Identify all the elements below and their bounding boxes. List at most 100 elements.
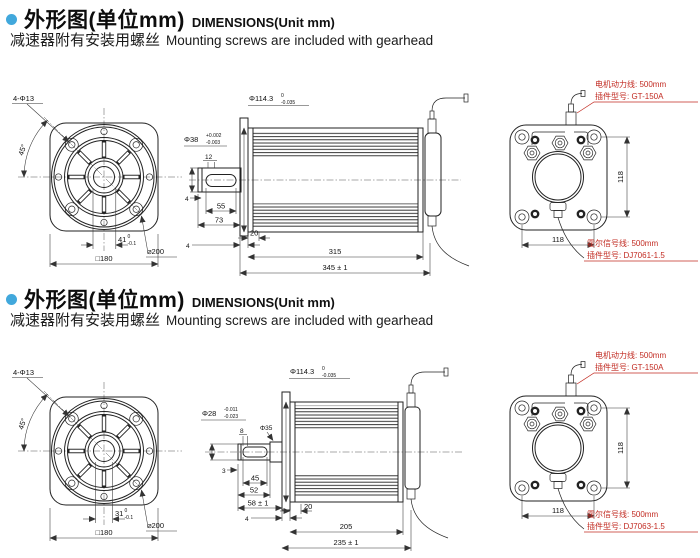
- rear-view-drawing-1: 118 118 电机动力线: 500mm 插件型号: GT-150A 霍尔信号线…: [509, 79, 698, 262]
- dim-bolt-angle-label: 45°: [16, 143, 28, 157]
- power-connector-model-label: 插件型号: GT-150A: [595, 91, 664, 101]
- dim-body-length-label: 315: [329, 247, 342, 256]
- dim-shaft-length-label: 73: [215, 216, 223, 225]
- dim-body-tol-top: 0: [281, 93, 284, 99]
- section2-title-cn: 外形图(单位mm): [24, 289, 185, 312]
- power-connector-stub: [565, 361, 586, 397]
- dim-flange-diameter-label: ⌀200: [147, 247, 164, 256]
- section2-subtitle-cn: 减速器附有安装用螺丝: [10, 312, 161, 329]
- dim-key-label: 31: [115, 509, 123, 518]
- section1-header: 外形图(单位mm) DIMENSIONS(Unit mm): [6, 4, 335, 34]
- dim-bolt-holes-label: 4-Φ13: [13, 94, 34, 103]
- section2-header: 外形图(单位mm) DIMENSIONS(Unit mm): [6, 284, 335, 314]
- dim-key-width-label: 8: [240, 428, 244, 435]
- hall-cable-length-label: 霍尔信号线: 500mm: [587, 238, 658, 248]
- side-dimension-lines: [201, 378, 412, 551]
- hall-cable-label: 霍尔信号线: 500mm 插件型号: DJ7063-1.5: [584, 509, 698, 533]
- dim-key-tol-top: 0: [128, 234, 131, 240]
- dim-body-tol-top: 0: [322, 366, 325, 372]
- section1-subtitle-cn: 减速器附有安装用螺丝: [10, 32, 161, 49]
- power-cable-length-label: 电机动力线: 500mm: [595, 79, 666, 89]
- dim-total-length-label: 345 ± 1: [323, 263, 348, 272]
- rear-view-drawing-2: 118 118 电机动力线: 500mm 插件型号: GT-150A 霍尔信号线…: [509, 350, 698, 533]
- dim-flange-diameter-label: ⌀200: [147, 521, 164, 530]
- power-cable-label: 电机动力线: 500mm 插件型号: GT-150A: [576, 79, 698, 114]
- section1-title-en: DIMENSIONS(Unit mm): [191, 15, 335, 30]
- dim-shaft-tol-top: -0.011: [224, 407, 238, 413]
- hall-cable-length-label: 霍尔信号线: 500mm: [587, 509, 658, 519]
- mounting-holes: [54, 127, 154, 227]
- side-view-drawing-1: Φ38 +0.002 -0.003 12 4 55 73 Φ114.3 0 -0…: [184, 93, 470, 276]
- front-view-drawing-2: 4-Φ13 45° ⌀200 31 0 -0.1 □180: [12, 368, 182, 541]
- dim-flange-thickness-label: 4: [245, 516, 249, 523]
- power-cable-length-label: 电机动力线: 500mm: [595, 350, 666, 360]
- power-connector-model-label: 插件型号: GT-150A: [595, 362, 664, 372]
- dim-bolt-spacing-horizontal: 118: [552, 506, 564, 515]
- rear-bolt-holes: [514, 400, 602, 496]
- dim-key-tol-bot: -0.1: [125, 515, 134, 521]
- power-connector-stub: [406, 367, 449, 408]
- section2-subtitle: 减速器附有安装用螺丝 Mounting screws are included …: [10, 309, 433, 330]
- dim-square-label: □180: [95, 254, 112, 263]
- rear-dimension-lines: [521, 407, 630, 519]
- dim-flange-thickness-label: 4: [186, 243, 190, 250]
- dim-shaft-diameter-label: Φ38: [184, 135, 198, 144]
- dim-shaft28-length-label: 52: [250, 486, 258, 495]
- dim-shaft-tol-bot: -0.003: [206, 140, 220, 146]
- dim-pilot-length-label: 20: [250, 229, 258, 238]
- power-cable-label: 电机动力线: 500mm 插件型号: GT-150A: [576, 350, 698, 385]
- dim-shaft-tol-top: +0.002: [206, 133, 222, 139]
- dim-key-length-label: 55: [217, 202, 225, 211]
- cooling-fins-bottom: [253, 203, 418, 229]
- dim-shaft-diameter-label: Φ28: [202, 409, 216, 418]
- section1-subtitle-en: Mounting screws are included with gearhe…: [166, 33, 434, 48]
- rear-dimension-lines: [521, 136, 630, 248]
- front-dimension-lines: [12, 103, 177, 267]
- power-connector-stub: [427, 93, 469, 134]
- section1-title-cn: 外形图(单位mm): [24, 9, 185, 32]
- flange-outline: [49, 396, 159, 506]
- dim-key-tol-bot: -0.1: [128, 241, 137, 247]
- power-connector-stub: [565, 90, 586, 126]
- cooling-fins-top: [295, 405, 398, 429]
- front-dimension-lines: [12, 377, 177, 541]
- rear-bolt-holes: [514, 129, 602, 225]
- dim-shaft-tol-bot: -0.023: [224, 414, 238, 420]
- dim-total-length-label: 235 ± 1: [334, 538, 359, 547]
- dim-body-diameter-label: Φ114.3: [290, 367, 314, 376]
- dim-bolt-holes-label: 4-Φ13: [13, 368, 34, 377]
- rear-cover-outline: [509, 395, 608, 502]
- section-bullet-icon: [6, 13, 17, 25]
- dim-tip-step-label: 3: [222, 468, 226, 475]
- dim-square-label: □180: [95, 528, 112, 537]
- side-dimension-lines: [184, 105, 431, 276]
- section2-title-en: DIMENSIONS(Unit mm): [191, 295, 335, 310]
- hall-connector-model-label: 插件型号: DJ7063-1.5: [587, 521, 665, 531]
- dim-shaft-length-label: 58 ± 1: [248, 499, 269, 508]
- rear-screw-rings: [530, 135, 586, 219]
- dim-key-width-label: 12: [205, 154, 213, 161]
- dim-bolt-angle-label: 45°: [16, 417, 28, 431]
- dim-bolt-spacing-horizontal: 118: [552, 235, 564, 244]
- hall-cable-label: 霍尔信号线: 500mm 插件型号: DJ7061-1.5: [584, 238, 698, 262]
- dim-shaft-step-diameter-label: Φ35: [260, 425, 273, 432]
- hall-connector: [549, 202, 585, 259]
- section2-subtitle-en: Mounting screws are included with gearhe…: [166, 313, 434, 328]
- side-view-drawing-2: Φ28 -0.011 -0.023 Φ35 8 3 45 52 58 ± 1 Φ…: [201, 366, 462, 551]
- dim-bolt-spacing-vertical: 118: [616, 171, 625, 183]
- rotor-spokes-gap: [69, 416, 139, 486]
- dim-pilot-length-label: 20: [304, 502, 312, 511]
- dim-body-diameter-label: Φ114.3: [249, 94, 273, 103]
- hall-cable: [406, 488, 449, 539]
- mounting-holes: [54, 401, 154, 501]
- section-bullet-icon: [6, 293, 17, 305]
- power-terminals: [523, 131, 597, 161]
- front-view-drawing-1: 4-Φ13 45° ⌀200 41 0 -0.1 □180: [12, 94, 182, 267]
- dim-bolt-spacing-vertical: 118: [616, 442, 625, 454]
- hall-connector-model-label: 插件型号: DJ7061-1.5: [587, 250, 665, 260]
- hall-cable: [427, 215, 470, 267]
- dim-body-tol-bot: -0.035: [322, 373, 336, 379]
- section1-subtitle: 减速器附有安装用螺丝 Mounting screws are included …: [10, 29, 433, 50]
- dim-key-length-label: 45: [251, 474, 259, 483]
